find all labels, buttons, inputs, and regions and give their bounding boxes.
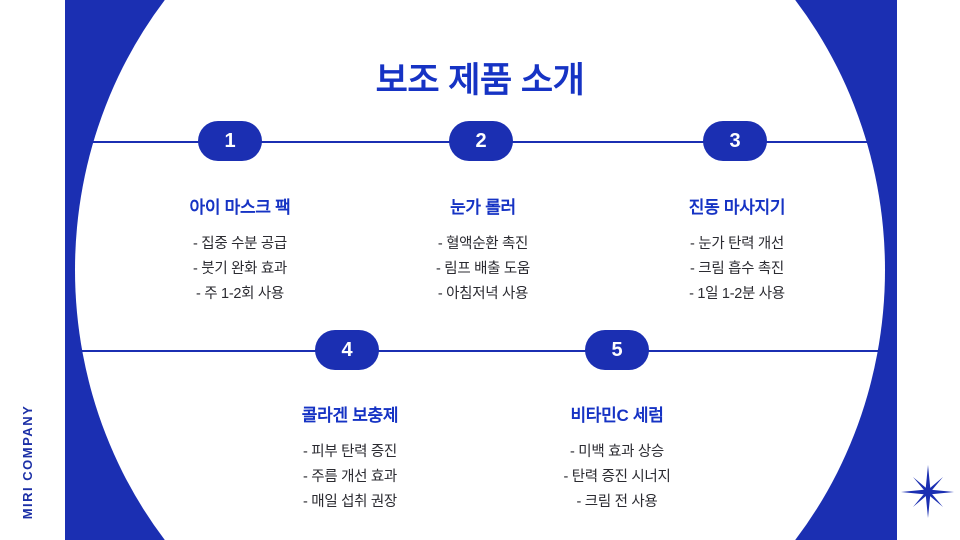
brand-label: MIRI COMPANY bbox=[20, 404, 35, 520]
timeline-line-row2 bbox=[75, 350, 897, 352]
product-point: - 주 1-2회 사용 bbox=[196, 286, 284, 302]
step-badge-3: 3 bbox=[703, 121, 767, 161]
product-points: - 혈액순환 촉진 - 림프 배출 도움 - 아침저녁 사용 bbox=[383, 232, 583, 307]
product-point: - 붓기 완화 효과 bbox=[193, 261, 287, 277]
product-point: - 크림 흡수 촉진 bbox=[690, 261, 784, 277]
product-card-eye-mask: 아이 마스크 팩 - 집중 수분 공급 - 붓기 완화 효과 - 주 1-2회 … bbox=[140, 193, 340, 307]
page-title: 보조 제품 소개 bbox=[375, 61, 585, 100]
step-number: 2 bbox=[475, 129, 487, 152]
product-title: 비타민C 세럼 bbox=[570, 406, 664, 425]
product-point: - 크림 전 사용 bbox=[576, 494, 658, 510]
product-points: - 눈가 탄력 개선 - 크림 흡수 촉진 - 1일 1-2분 사용 bbox=[637, 232, 837, 307]
product-card-eye-roller: 눈가 롤러 - 혈액순환 촉진 - 림프 배출 도움 - 아침저녁 사용 bbox=[383, 193, 583, 307]
step-badge-1: 1 bbox=[198, 121, 262, 161]
product-title: 진동 마사지기 bbox=[688, 198, 786, 217]
product-card-vitamin-c-serum: 비타민C 세럼 - 미백 효과 상승 - 탄력 증진 시너지 - 크림 전 사용 bbox=[517, 401, 717, 515]
product-title: 눈가 롤러 bbox=[450, 198, 516, 217]
step-number: 3 bbox=[729, 129, 741, 152]
product-point: - 매일 섭취 권장 bbox=[303, 494, 397, 510]
step-number: 1 bbox=[224, 129, 236, 152]
step-badge-5: 5 bbox=[585, 330, 649, 370]
product-points: - 집중 수분 공급 - 붓기 완화 효과 - 주 1-2회 사용 bbox=[140, 232, 340, 307]
product-point: - 림프 배출 도움 bbox=[436, 261, 530, 277]
step-badge-4: 4 bbox=[315, 330, 379, 370]
product-point: - 1일 1-2분 사용 bbox=[689, 286, 785, 302]
product-point: - 미백 효과 상승 bbox=[570, 444, 664, 460]
product-points: - 미백 효과 상승 - 탄력 증진 시너지 - 크림 전 사용 bbox=[517, 440, 717, 515]
step-number: 5 bbox=[611, 338, 623, 361]
circle-cutout-background bbox=[75, 0, 885, 540]
product-title: 콜라겐 보충제 bbox=[301, 406, 399, 425]
sparkle-star-icon bbox=[901, 465, 954, 518]
product-point: - 주름 개선 효과 bbox=[303, 469, 397, 485]
product-point: - 혈액순환 촉진 bbox=[437, 236, 529, 252]
step-badge-2: 2 bbox=[449, 121, 513, 161]
product-point: - 집중 수분 공급 bbox=[193, 236, 287, 252]
product-points: - 피부 탄력 증진 - 주름 개선 효과 - 매일 섭취 권장 bbox=[250, 440, 450, 515]
product-point: - 탄력 증진 시너지 bbox=[563, 469, 671, 485]
product-point: - 아침저녁 사용 bbox=[437, 286, 529, 302]
product-point: - 피부 탄력 증진 bbox=[303, 444, 397, 460]
product-title: 아이 마스크 팩 bbox=[189, 198, 291, 217]
product-point: - 눈가 탄력 개선 bbox=[690, 236, 784, 252]
product-card-collagen-supplement: 콜라겐 보충제 - 피부 탄력 증진 - 주름 개선 효과 - 매일 섭취 권장 bbox=[250, 401, 450, 515]
product-card-vibration-massager: 진동 마사지기 - 눈가 탄력 개선 - 크림 흡수 촉진 - 1일 1-2분 … bbox=[637, 193, 837, 307]
step-number: 4 bbox=[341, 338, 353, 361]
